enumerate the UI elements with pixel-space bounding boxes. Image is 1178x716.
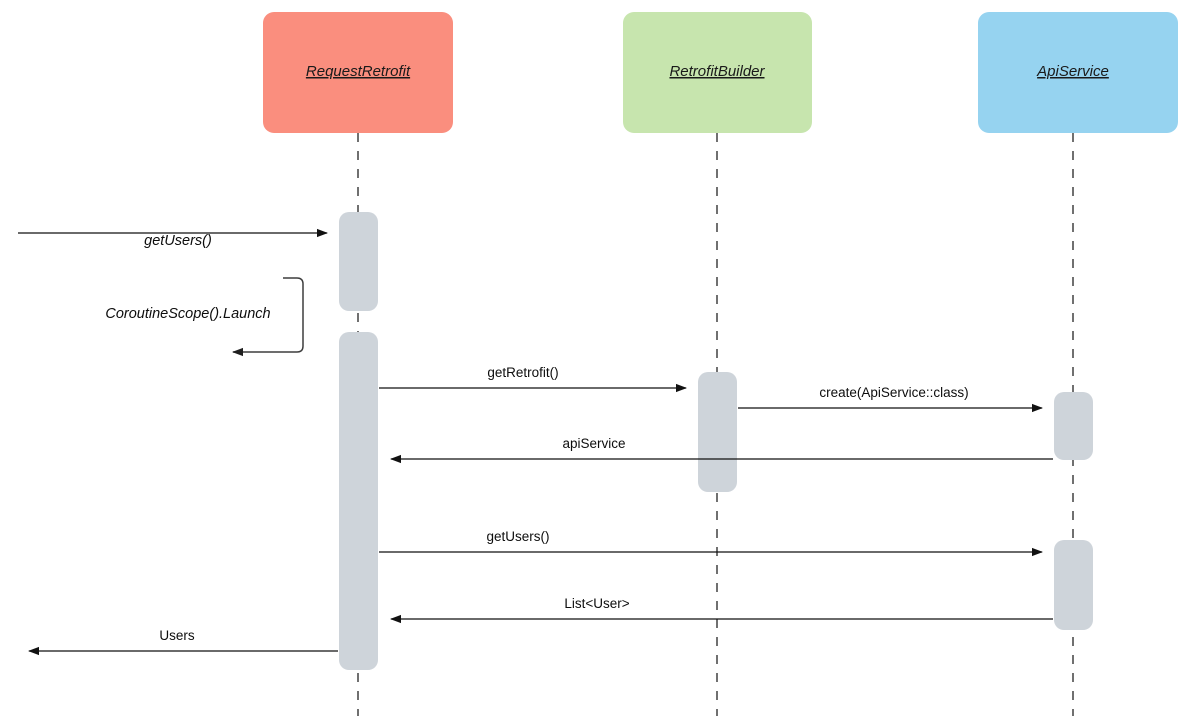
message-label-list-user-return: List<User> bbox=[564, 596, 629, 611]
participant-label-api-service: ApiService bbox=[1036, 63, 1109, 80]
message-label-api-service-return: apiService bbox=[562, 436, 625, 451]
participant-box-retrofit-builder[interactable] bbox=[623, 12, 812, 133]
message-api-service-return: apiService bbox=[390, 436, 1053, 464]
message-arrow-coroutine-scope-launch bbox=[232, 277, 304, 357]
message-coroutine-scope-launch: CoroutineScope().Launch bbox=[105, 277, 304, 357]
message-label-coroutine-scope-launch: CoroutineScope().Launch bbox=[105, 306, 270, 322]
participant-retrofit-builder[interactable]: RetrofitBuilder bbox=[623, 12, 812, 133]
participant-label-retrofit-builder: RetrofitBuilder bbox=[669, 63, 765, 80]
message-users-return: Users bbox=[28, 628, 338, 656]
activation-api-service-1 bbox=[1054, 392, 1093, 460]
message-label-create-api-service: create(ApiService::class) bbox=[819, 385, 968, 400]
participant-box-request-retrofit[interactable] bbox=[263, 12, 453, 133]
message-get-users-entry: getUsers() bbox=[18, 228, 328, 249]
activation-api-service-2 bbox=[1054, 540, 1093, 630]
message-label-users-return: Users bbox=[159, 628, 195, 643]
activation-retrofit-builder-1 bbox=[698, 372, 737, 492]
message-label-get-users-call: getUsers() bbox=[486, 529, 549, 544]
message-label-get-users-entry: getUsers() bbox=[144, 233, 212, 249]
activation-request-retrofit-2 bbox=[339, 332, 378, 670]
message-get-retrofit: getRetrofit() bbox=[379, 365, 687, 393]
message-list-user-return: List<User> bbox=[390, 596, 1053, 624]
participant-request-retrofit[interactable]: RequestRetrofit bbox=[263, 12, 453, 133]
activation-request-retrofit-1 bbox=[339, 212, 378, 311]
participant-label-request-retrofit: RequestRetrofit bbox=[306, 63, 411, 80]
message-label-get-retrofit: getRetrofit() bbox=[487, 365, 558, 380]
participant-box-api-service[interactable] bbox=[978, 12, 1178, 133]
message-create-api-service: create(ApiService::class) bbox=[738, 385, 1043, 413]
activations-group bbox=[339, 212, 1093, 670]
participant-api-service[interactable]: ApiService bbox=[978, 12, 1178, 133]
message-get-users-call: getUsers() bbox=[379, 529, 1043, 557]
